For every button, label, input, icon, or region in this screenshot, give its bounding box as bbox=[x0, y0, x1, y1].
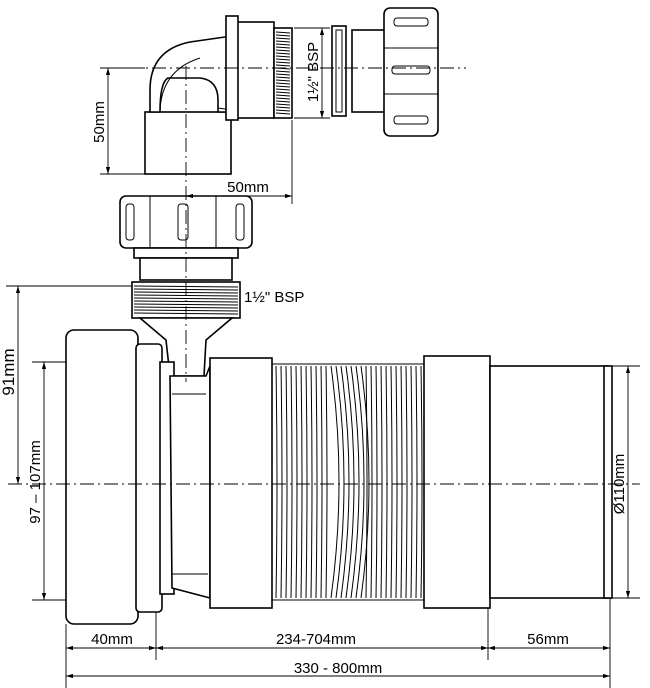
pan-height-label: 97 – 107mm bbox=[27, 440, 44, 523]
sealing-washer bbox=[331, 25, 347, 117]
overall-length-label: 330 - 800mm bbox=[294, 660, 382, 677]
dimension-lines bbox=[6, 27, 640, 688]
pan-collar bbox=[65, 329, 175, 625]
elbow-height-label: 50mm bbox=[91, 101, 108, 143]
outlet-length-label: 56mm bbox=[527, 631, 569, 648]
lower-thread-label: 1½" BSP bbox=[244, 289, 304, 306]
offset-socket bbox=[169, 365, 211, 600]
pan-collar-length-label: 40mm bbox=[91, 631, 133, 648]
diameter-label: Ø110mm bbox=[611, 454, 628, 515]
centre-lines bbox=[8, 66, 640, 485]
elbow-offset-label: 50mm bbox=[227, 179, 269, 196]
flexible-corrugated-section bbox=[271, 363, 425, 601]
elbow-threaded-end bbox=[273, 27, 293, 119]
rigid-socket-right bbox=[423, 355, 491, 609]
outlet-spigot bbox=[489, 365, 613, 599]
rigid-socket-left bbox=[209, 357, 273, 609]
flex-length-label: 234-704mm bbox=[276, 631, 356, 648]
elbow-fitting bbox=[144, 15, 275, 175]
compression-nut-upper bbox=[351, 7, 439, 137]
spigot-height-label: 91mm bbox=[0, 348, 18, 395]
upper-thread-label: 1½" BSP bbox=[305, 42, 322, 102]
